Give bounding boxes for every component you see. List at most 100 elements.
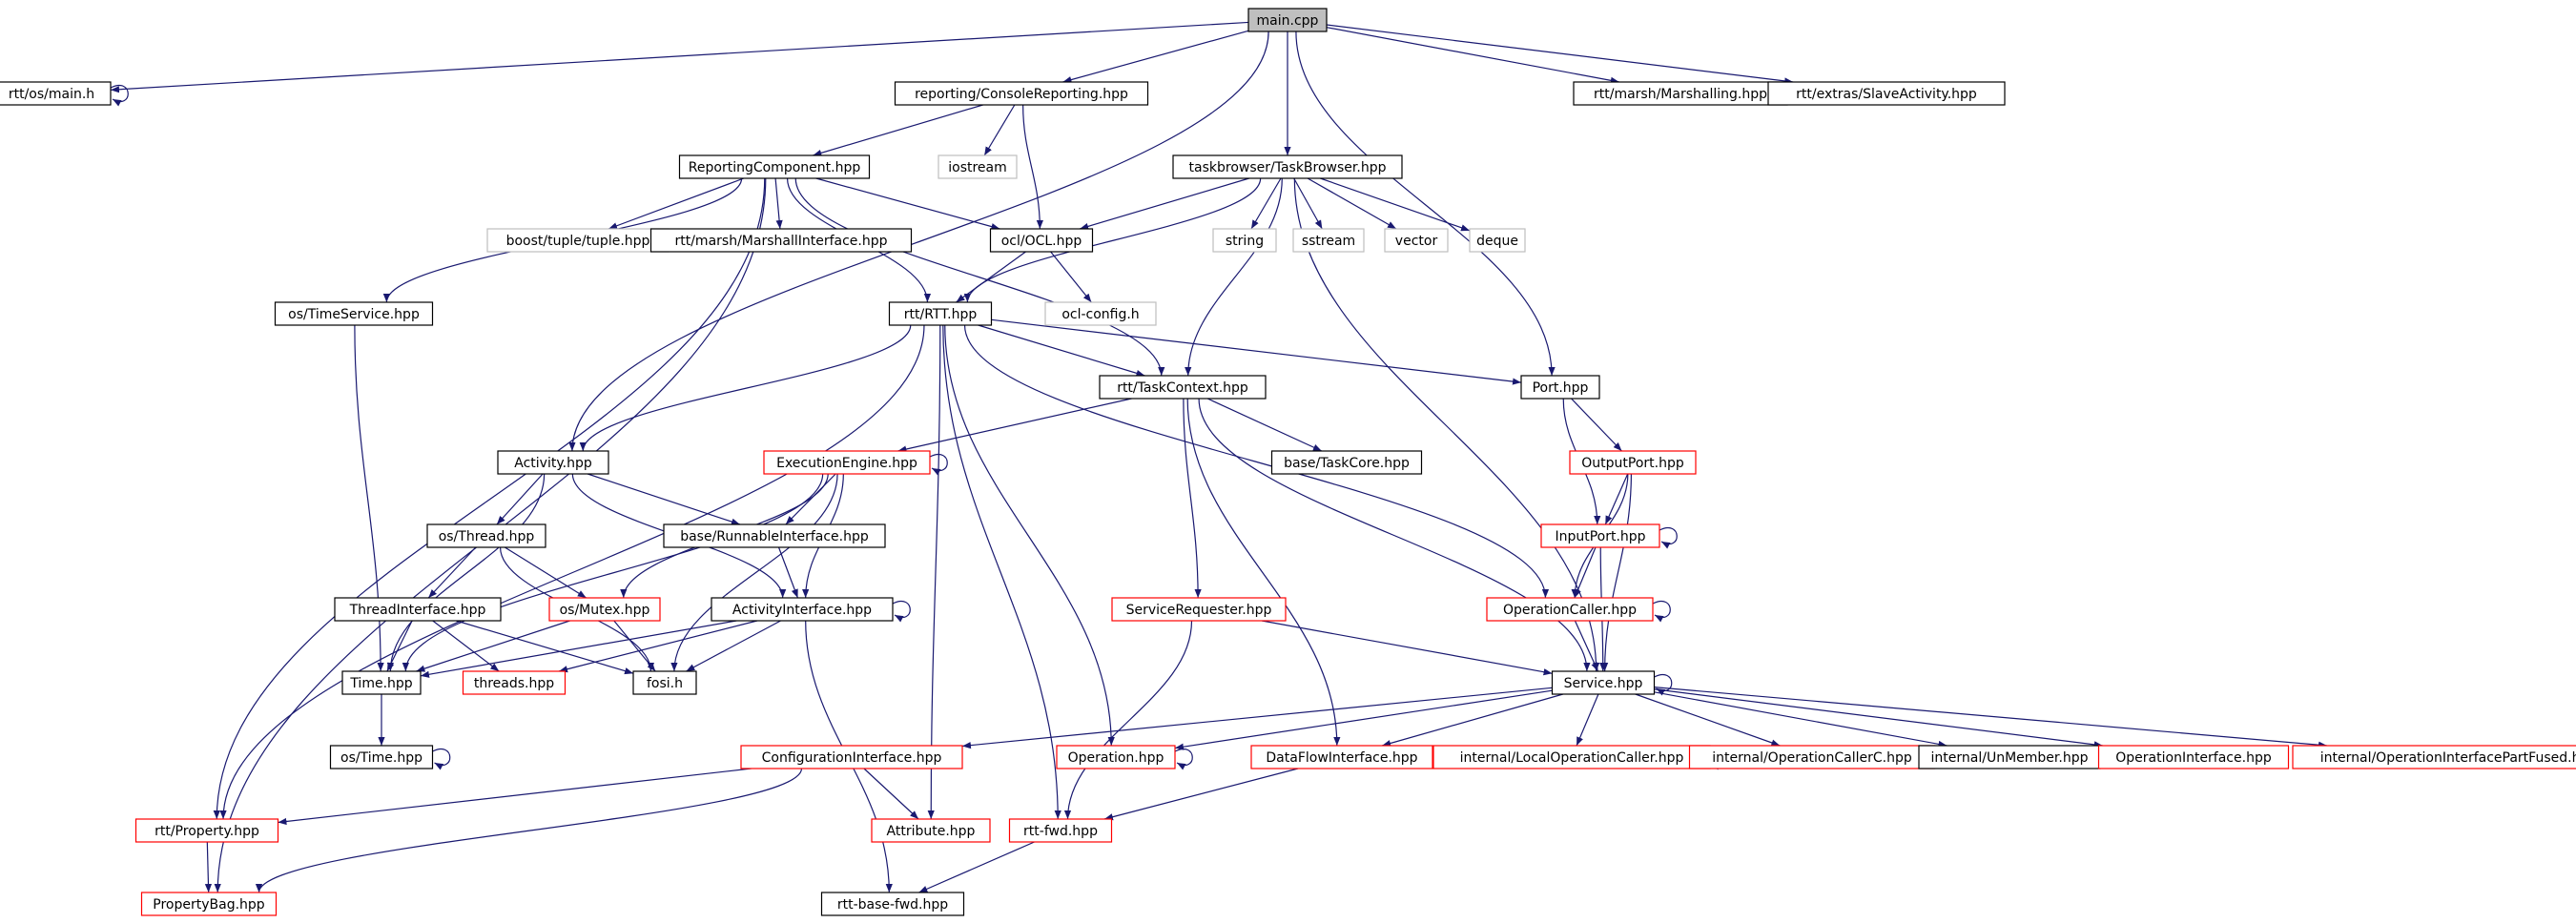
node-port[interactable]: Port.hpp [1520, 375, 1600, 400]
node-label: string [1226, 234, 1264, 249]
node-box [1099, 375, 1267, 400]
node-osmutex[interactable]: os/Mutex.hpp [548, 597, 661, 622]
node-box [1569, 450, 1697, 475]
node-deque[interactable]: deque [1469, 228, 1526, 253]
node-threadint[interactable]: ThreadInterface.hpp [334, 597, 502, 622]
node-opcallerc[interactable]: internal/OperationCallerC.hpp [1688, 745, 1936, 769]
node-unmember[interactable]: internal/UnMember.hpp [1918, 745, 2101, 769]
edge-service-to-dataflow [1381, 693, 1564, 747]
node-main[interactable]: main.cpp [1247, 8, 1328, 32]
node-sstream[interactable]: sstream [1292, 228, 1365, 253]
node-operation[interactable]: Operation.hpp [1056, 745, 1176, 769]
node-configint[interactable]: ConfigurationInterface.hpp [740, 745, 963, 769]
edge-main-to-slave [1326, 24, 1794, 85]
edge-osmutex-to-time [416, 620, 570, 672]
node-ocl[interactable]: ocl/OCL.hpp [989, 228, 1094, 253]
node-taskcore[interactable]: base/TaskCore.hpp [1270, 450, 1423, 475]
node-rttfwd[interactable]: rtt-fwd.hpp [1008, 818, 1113, 843]
node-fosi[interactable]: fosi.h [632, 670, 697, 695]
edge-operation-to-operation [1174, 749, 1193, 770]
node-box [341, 670, 422, 695]
node-box [134, 818, 279, 843]
node-property[interactable]: rtt/Property.hpp [134, 818, 279, 843]
node-osthread[interactable]: os/Thread.hpp [426, 523, 546, 548]
edge-rtt-to-property [219, 324, 925, 820]
node-ostime[interactable]: os/Time.hpp [329, 745, 434, 769]
node-box [1520, 375, 1600, 400]
node-box [1469, 228, 1526, 253]
edge-runnable-to-actint [777, 546, 799, 599]
node-string[interactable]: string [1212, 228, 1277, 253]
node-box [1688, 745, 1936, 769]
node-opintfused[interactable]: internal/OperationInterfacePartFused.hpp [2292, 745, 2576, 769]
node-service[interactable]: Service.hpp [1551, 670, 1656, 695]
node-marshint[interactable]: rtt/marsh/MarshallInterface.hpp [649, 228, 913, 253]
edge-configint-to-propertybag [256, 768, 803, 893]
node-time[interactable]: Time.hpp [341, 670, 422, 695]
node-outputport[interactable]: OutputPort.hpp [1569, 450, 1697, 475]
node-reporting[interactable]: ReportingComponent.hpp [678, 154, 871, 179]
node-localopcaller[interactable]: internal/LocalOperationCaller.hpp [1432, 745, 1711, 769]
node-runnable[interactable]: base/RunnableInterface.hpp [663, 523, 886, 548]
node-box [140, 892, 278, 916]
node-label: rtt-fwd.hpp [1023, 824, 1098, 839]
edge-activity-to-time [386, 473, 546, 672]
node-box [938, 154, 1018, 179]
node-execengine[interactable]: ExecutionEngine.hpp [763, 450, 931, 475]
node-box [1111, 597, 1287, 622]
node-timeservice[interactable]: os/TimeService.hpp [274, 301, 434, 326]
node-label: os/TimeService.hpp [288, 307, 420, 322]
node-label: Time.hpp [349, 676, 412, 691]
node-opcaller[interactable]: OperationCaller.hpp [1486, 597, 1654, 622]
node-label: rtt/marsh/MarshallInterface.hpp [674, 234, 887, 249]
node-oclconfig[interactable]: ocl-config.h [1044, 301, 1157, 326]
edge-actint-to-actint [892, 601, 911, 623]
edge-rtt-to-attribute [927, 324, 941, 820]
node-rttbasefwd[interactable]: rtt-base-fwd.hpp [820, 892, 965, 916]
node-box [1056, 745, 1176, 769]
node-opint[interactable]: OperationInterface.hpp [2097, 745, 2290, 769]
node-threads[interactable]: threads.hpp [462, 670, 567, 695]
node-console[interactable]: reporting/ConsoleReporting.hpp [894, 81, 1149, 106]
edge-reporting-to-property [213, 177, 766, 820]
node-marshalling[interactable]: rtt/marsh/Marshalling.hpp [1573, 81, 1788, 106]
node-box [462, 670, 567, 695]
node-slave[interactable]: rtt/extras/SlaveActivity.hpp [1767, 81, 2006, 106]
node-iostream[interactable]: iostream [938, 154, 1018, 179]
node-servicereq[interactable]: ServiceRequester.hpp [1111, 597, 1287, 622]
edge-taskcontext-to-execengine [897, 398, 1132, 453]
edge-rttfwd-to-rttbasefwd [918, 841, 1035, 893]
node-box [1250, 745, 1433, 769]
node-label: rtt/TaskContext.hpp [1117, 380, 1248, 396]
node-taskcontext[interactable]: rtt/TaskContext.hpp [1099, 375, 1267, 400]
node-label: rtt/os/main.h [9, 87, 94, 102]
node-dataflow[interactable]: DataFlowInterface.hpp [1250, 745, 1433, 769]
node-rttosmain[interactable]: rtt/os/main.h [0, 81, 112, 106]
edge-rtt-to-operation [944, 324, 1115, 747]
edge-service-to-opintfused [1654, 687, 2328, 749]
node-boosttuple[interactable]: boost/tuple/tuple.hpp [486, 228, 670, 253]
node-actint[interactable]: ActivityInterface.hpp [711, 597, 894, 622]
node-label: OperationInterface.hpp [2115, 750, 2272, 766]
edge-inputport-to-inputport [1659, 527, 1678, 549]
node-label: base/TaskCore.hpp [1284, 456, 1410, 471]
node-box [1270, 450, 1423, 475]
edge-taskcontext-to-service [1198, 398, 1591, 672]
edge-rtt-to-rttfwd [942, 324, 1061, 820]
node-propertybag[interactable]: PropertyBag.hpp [140, 892, 278, 916]
node-attribute[interactable]: Attribute.hpp [871, 818, 991, 843]
edge-main-to-port [1295, 31, 1556, 377]
node-taskbrowser[interactable]: taskbrowser/TaskBrowser.hpp [1172, 154, 1403, 179]
node-vector[interactable]: vector [1384, 228, 1449, 253]
node-inputport[interactable]: InputPort.hpp [1540, 523, 1660, 548]
edge-main-to-marshalling [1326, 27, 1619, 84]
edge-service-to-configint [961, 687, 1553, 749]
node-label: internal/OperationInterfacePartFused.hpp [2320, 750, 2576, 766]
node-rtt[interactable]: rtt/RTT.hpp [888, 301, 993, 326]
node-box [2097, 745, 2290, 769]
node-box [649, 228, 913, 253]
node-label: Service.hpp [1564, 676, 1643, 691]
node-activity[interactable]: Activity.hpp [497, 450, 609, 475]
node-box [711, 597, 894, 622]
node-box [1172, 154, 1403, 179]
